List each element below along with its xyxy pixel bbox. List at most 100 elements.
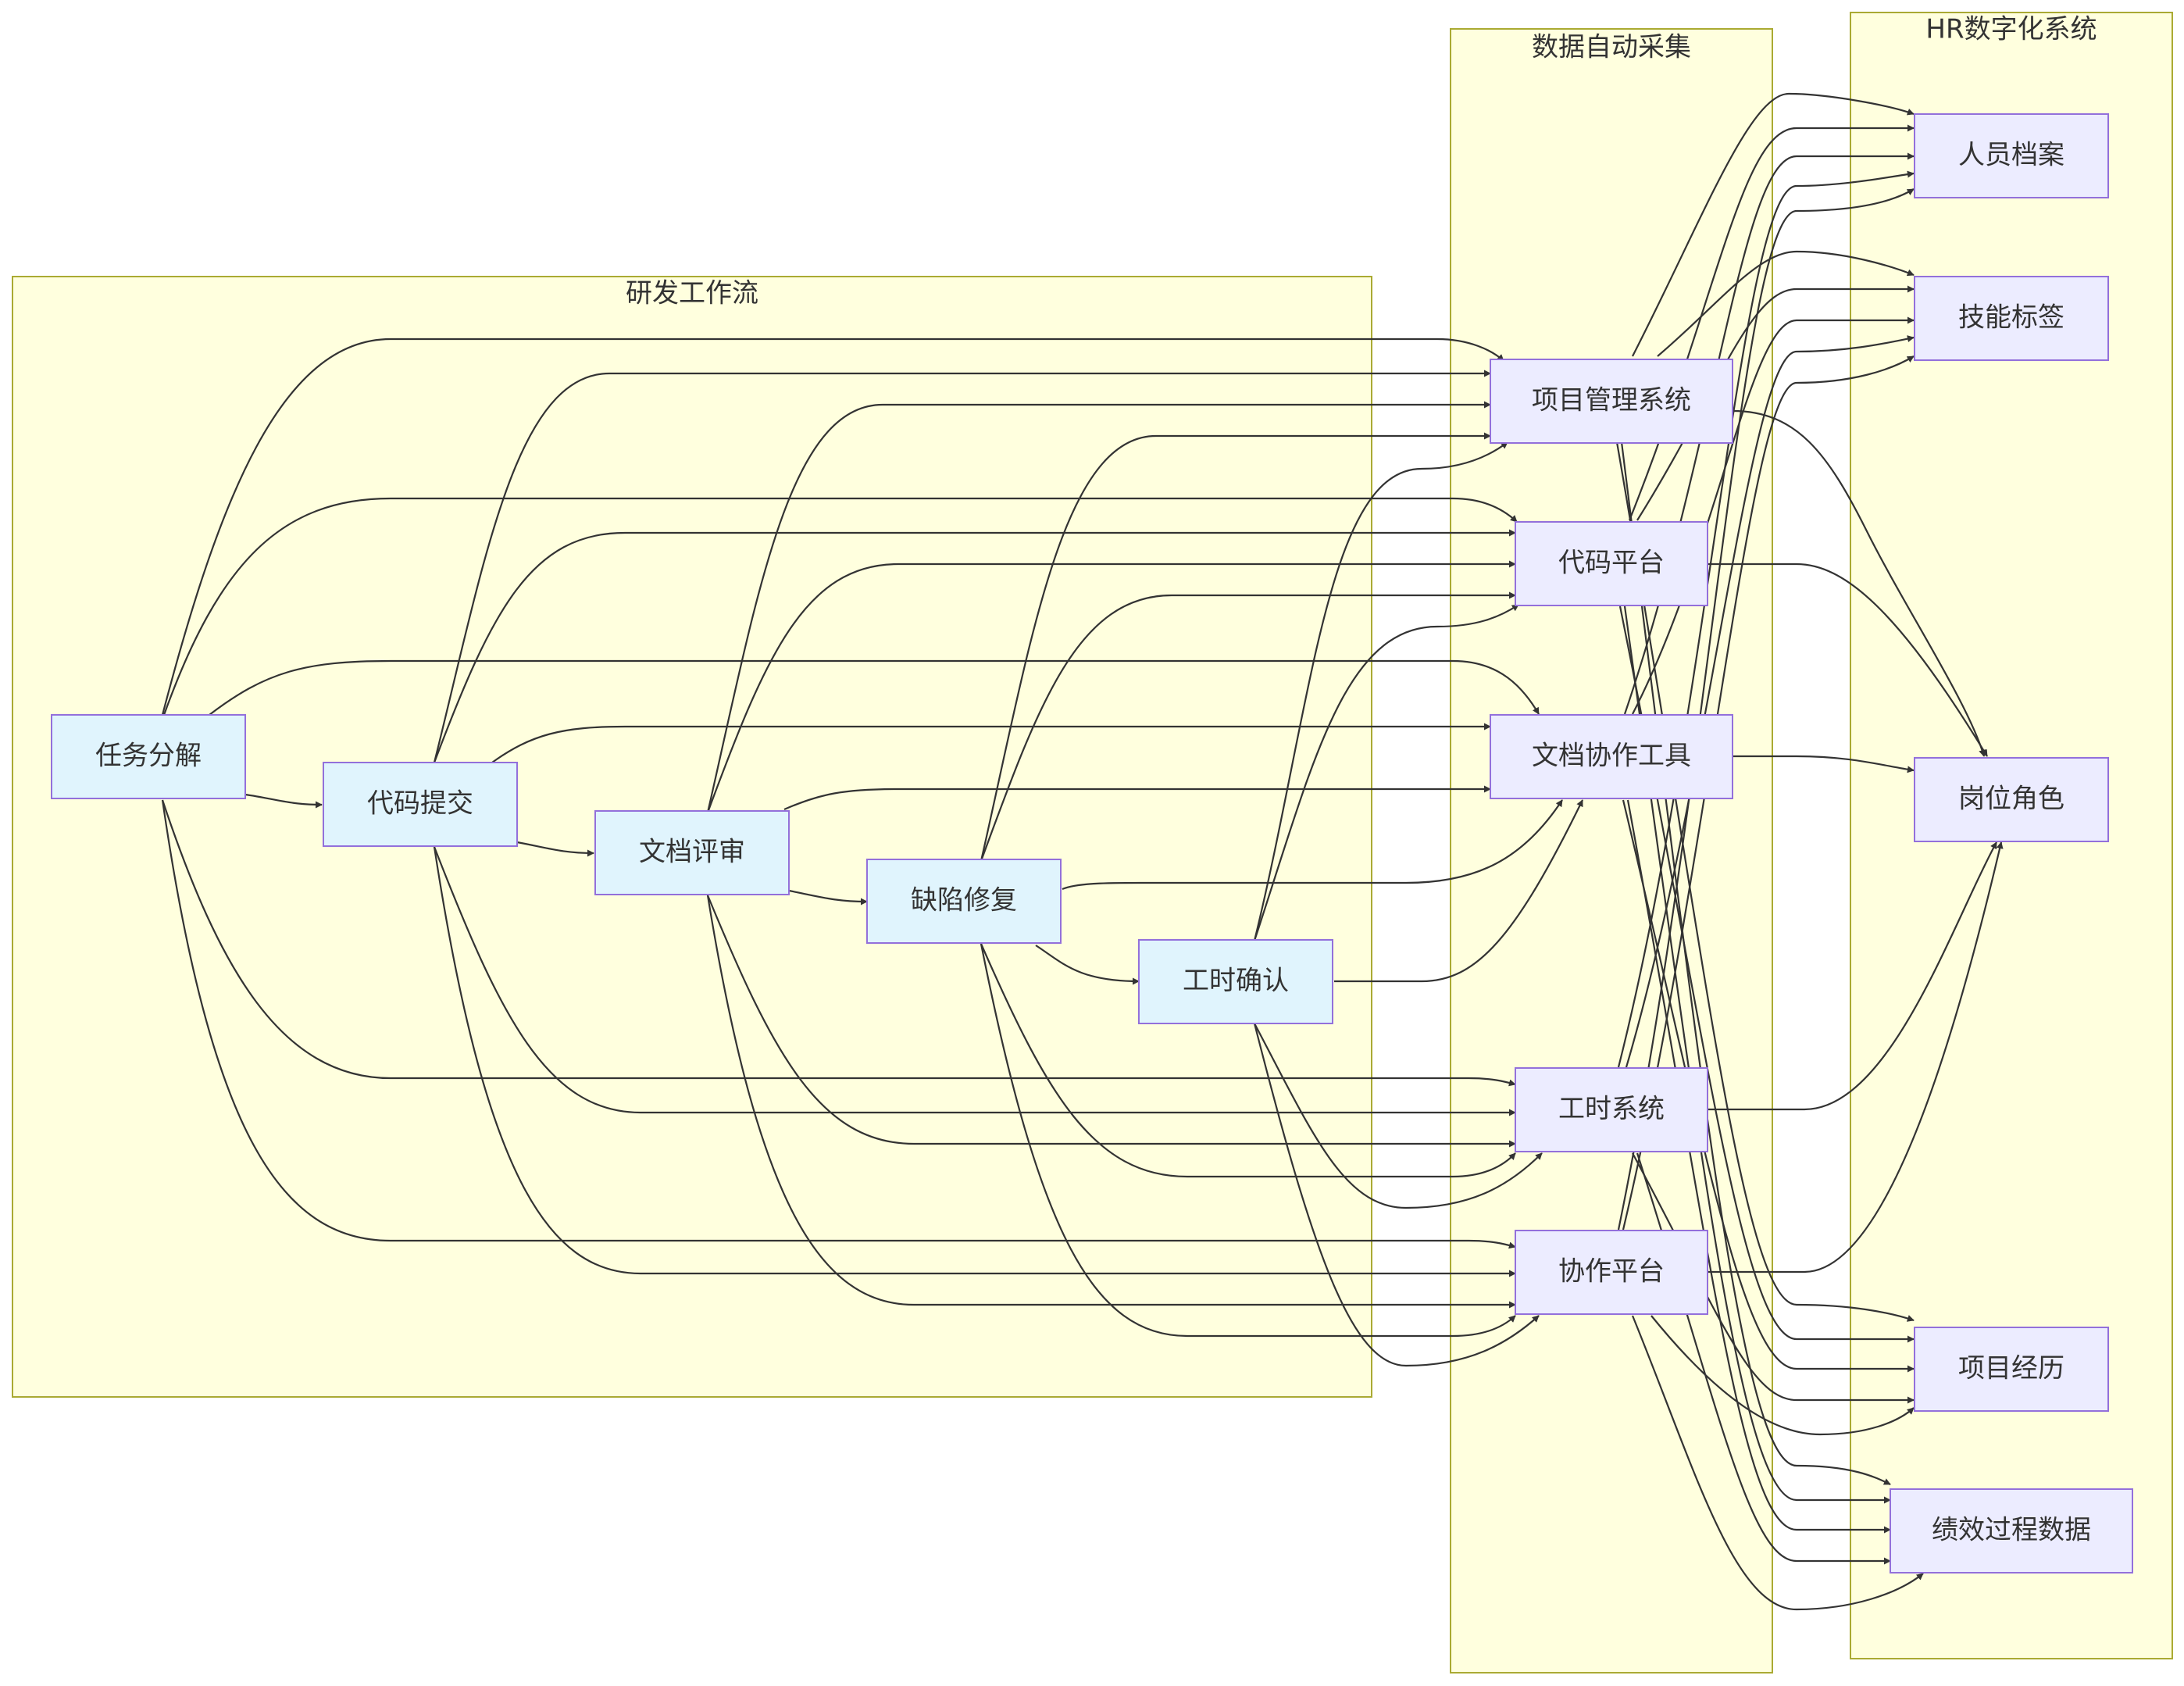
edge-doc-perf (1626, 799, 1891, 1534)
node-exp-label: 项目经历 (1958, 1353, 2064, 1384)
node-collab[interactable]: 协作平台 (1515, 1230, 1708, 1315)
node-hours-box (1138, 939, 1333, 1024)
node-pms-label: 项目管理系统 (1532, 385, 1691, 416)
edge-hours-pms (1253, 441, 1508, 941)
edge-task-commit (244, 793, 323, 809)
edge-bugfix-timesys (980, 943, 1516, 1178)
node-task[interactable]: 任务分解 (51, 714, 246, 799)
node-timesys-box (1515, 1067, 1708, 1152)
edge-commit-doc (491, 723, 1491, 763)
node-profile-label: 人员档案 (1958, 140, 2064, 171)
edge-review-collab (706, 895, 1516, 1309)
edge-doc-role (1733, 755, 1915, 773)
node-pms[interactable]: 项目管理系统 (1490, 359, 1733, 444)
edge-bugfix-collab (980, 943, 1516, 1338)
edge-bugfix-code (980, 591, 1516, 862)
node-review[interactable]: 文档评审 (594, 810, 790, 895)
node-bugfix-label: 缺陷修复 (911, 885, 1017, 916)
node-perf-label: 绩效过程数据 (1932, 1515, 2091, 1546)
cluster-collect-box (1450, 28, 1773, 1673)
cluster-collect-title: 数据自动采集 (1532, 32, 1691, 63)
edge-timesys-exp (1632, 1152, 1915, 1404)
node-commit-box (323, 762, 518, 847)
node-role[interactable]: 岗位角色 (1914, 757, 2109, 842)
edge-pms-profile (1632, 92, 1915, 357)
edge-task-timesys (161, 799, 1516, 1087)
edge-task-doc (209, 659, 1540, 716)
edge-review-code (706, 560, 1516, 813)
cluster-workflow-title: 研发工作流 (626, 278, 758, 309)
node-exp-box (1914, 1327, 2109, 1412)
cluster-collect: 数据自动采集 (1450, 28, 1773, 1673)
edge-timesys-profile (1617, 170, 1915, 1068)
edge-commit-collab (433, 846, 1516, 1277)
node-collab-label: 协作平台 (1558, 1256, 1665, 1288)
node-profile-box (1914, 113, 2109, 198)
edge-commit-timesys (433, 846, 1516, 1116)
edge-collab-profile (1617, 188, 1915, 1231)
node-perf-box (1890, 1488, 2133, 1573)
edge-commit-review (516, 841, 594, 857)
edge-pms-skill (1657, 250, 1915, 357)
edge-hours-doc (1334, 799, 1583, 983)
edge-hours-code (1253, 604, 1519, 941)
edge-task-collab (161, 799, 1516, 1249)
edge-review-pms (706, 401, 1491, 813)
edge-doc-skill (1632, 316, 1915, 715)
edge-code-role (1708, 563, 1988, 757)
edges (161, 92, 2004, 1611)
node-skill-box (1914, 276, 2109, 361)
node-skill-label: 技能标签 (1958, 302, 2064, 334)
edge-hours-timesys (1254, 1023, 1543, 1209)
node-doc-box (1490, 714, 1733, 799)
edge-timesys-role (1708, 841, 1997, 1111)
node-exp[interactable]: 项目经历 (1914, 1327, 2109, 1412)
node-skill[interactable]: 技能标签 (1914, 276, 2109, 361)
node-bugfix-box (866, 859, 1062, 944)
node-role-box (1914, 757, 2109, 842)
node-code-label: 代码平台 (1558, 548, 1665, 579)
cluster-hr-title: HR数字化系统 (1925, 14, 2097, 45)
node-hours[interactable]: 工时确认 (1138, 939, 1333, 1024)
edge-code-perf (1623, 605, 1891, 1504)
node-task-box (51, 714, 246, 799)
edge-review-doc (783, 785, 1491, 811)
node-pms-box (1490, 359, 1733, 444)
node-commit-label: 代码提交 (367, 788, 473, 820)
node-profile[interactable]: 人员档案 (1914, 113, 2109, 198)
node-doc-label: 文档协作工具 (1532, 741, 1691, 772)
node-commit[interactable]: 代码提交 (323, 762, 518, 847)
node-perf[interactable]: 绩效过程数据 (1890, 1488, 2133, 1573)
node-collab-box (1515, 1230, 1708, 1315)
edge-collab-exp (1650, 1315, 1915, 1436)
edge-collab-skill (1622, 355, 1915, 1231)
edge-code-skill (1636, 285, 1915, 521)
node-review-box (594, 810, 790, 895)
edge-task-pms (161, 338, 1504, 716)
node-code[interactable]: 代码平台 (1515, 521, 1708, 606)
edge-hours-collab (1253, 1023, 1540, 1367)
edge-collab-perf (1631, 1315, 1924, 1611)
node-task-label: 任务分解 (95, 741, 202, 772)
edge-commit-code (433, 529, 1516, 763)
node-code-box (1515, 521, 1708, 606)
edge-commit-pms (433, 370, 1491, 763)
edge-pms-role (1732, 409, 1986, 757)
edge-collab-role (1708, 841, 2004, 1273)
node-hours-label: 工时确认 (1183, 966, 1289, 997)
node-bugfix[interactable]: 缺陷修复 (866, 859, 1062, 944)
node-review-label: 文档评审 (639, 837, 745, 868)
edge-task-code (162, 497, 1518, 716)
edge-review-bugfix (788, 889, 868, 906)
edge-timesys-skill (1625, 335, 1915, 1068)
edge-bugfix-hours (1035, 945, 1140, 985)
edge-review-timesys (706, 895, 1516, 1148)
edge-pms-perf (1620, 441, 1891, 1485)
node-role-label: 岗位角色 (1958, 784, 2064, 815)
node-timesys-label: 工时系统 (1558, 1094, 1665, 1125)
edge-bugfix-pms (980, 432, 1491, 862)
edge-bugfix-doc (1062, 799, 1563, 891)
node-timesys[interactable]: 工时系统 (1515, 1067, 1708, 1152)
node-doc[interactable]: 文档协作工具 (1490, 714, 1733, 799)
